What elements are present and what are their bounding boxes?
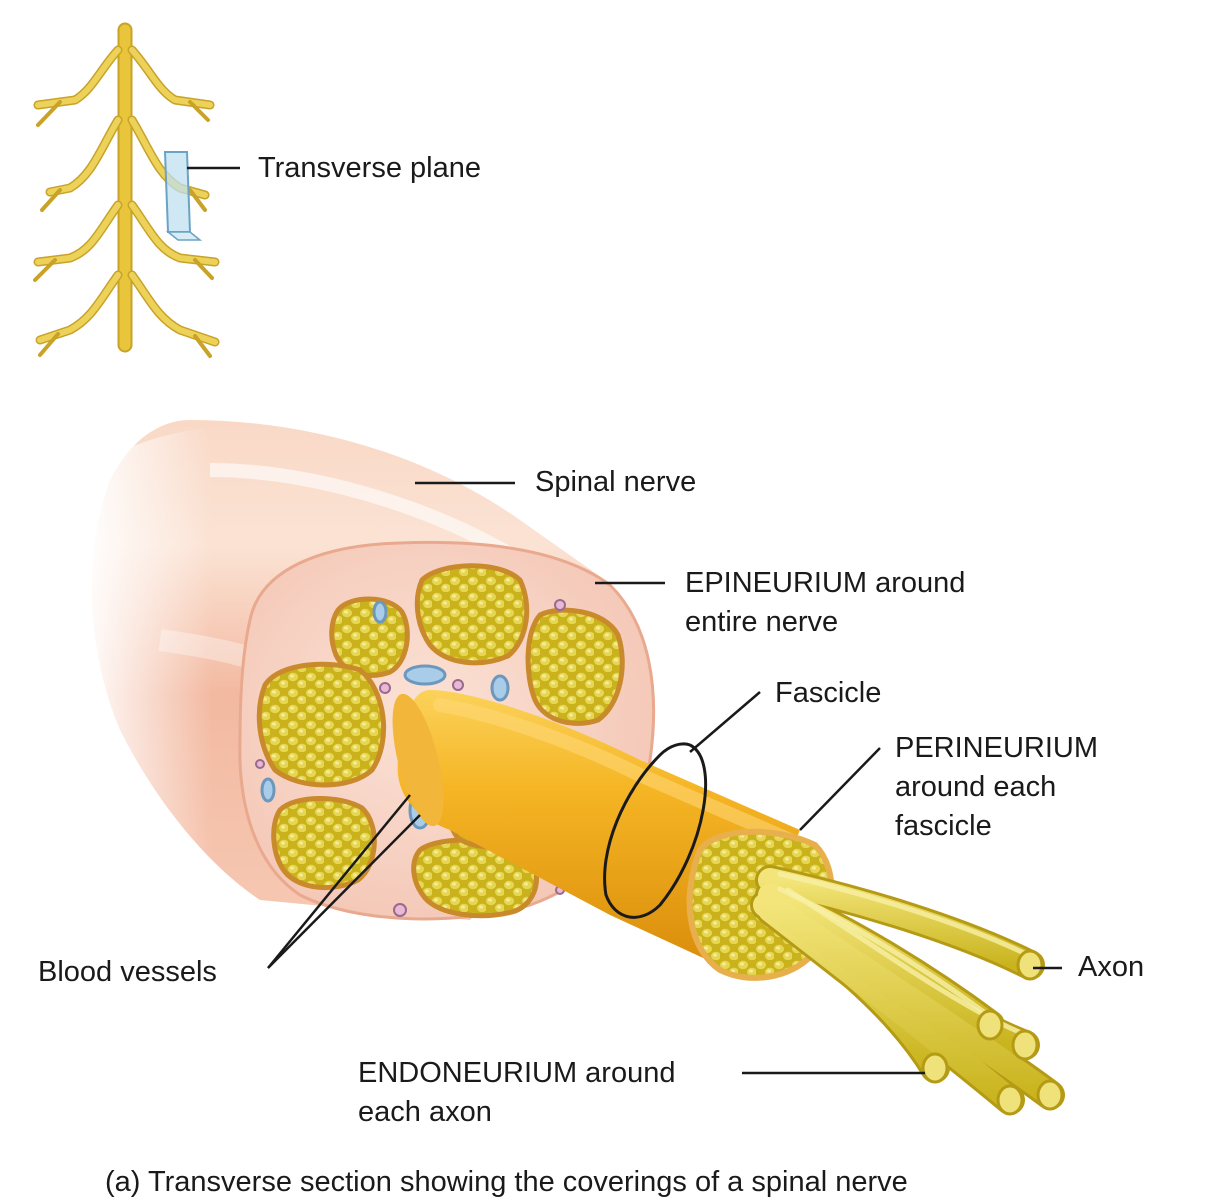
- label-endoneurium-line1: ENDONEURIUM around: [358, 1057, 676, 1089]
- label-epineurium-line2: entire nerve: [685, 606, 839, 638]
- label-blood-vessels: Blood vessels: [38, 956, 217, 988]
- label-spinal-nerve: Spinal nerve: [535, 466, 697, 498]
- axons: [750, 865, 1065, 1116]
- fascicle-ring: [603, 742, 708, 919]
- label-perineurium-line1: PERINEURIUM: [895, 732, 1099, 764]
- label-perineurium-line2: around each: [895, 771, 1057, 803]
- label-fascicle: Fascicle: [775, 677, 882, 709]
- label-epineurium-line1: EPINEURIUM around: [685, 567, 966, 599]
- label-endoneurium-line2: each axon: [358, 1096, 492, 1128]
- label-perineurium-line3: fascicle: [895, 810, 992, 842]
- label-transverse-plane: Transverse plane: [258, 152, 481, 184]
- leader-lines: [187, 166, 1062, 1075]
- transverse-plane-slab: [163, 151, 203, 241]
- figure-caption: (a) Transverse section showing the cover…: [105, 1166, 908, 1198]
- label-axon: Axon: [1078, 951, 1145, 983]
